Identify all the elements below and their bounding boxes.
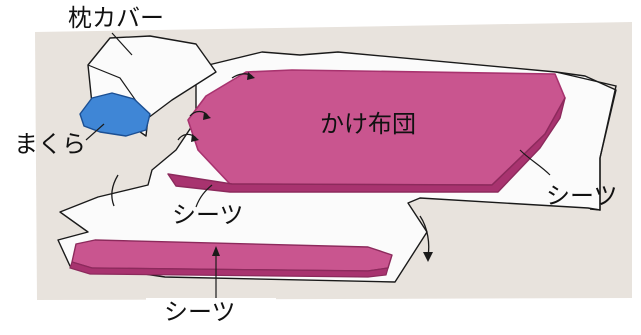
label-pillow-cover: 枕カバー xyxy=(68,4,164,32)
leader-line-sheet-right xyxy=(519,149,551,176)
label-pillow: まくら xyxy=(14,130,86,158)
mattress-pad-edge xyxy=(69,261,389,278)
paper-cutout-label xyxy=(146,298,276,318)
fold-arrow-left xyxy=(111,174,119,207)
label-sheet-middle: シーツ xyxy=(172,201,244,229)
leader-line-pillow xyxy=(85,123,105,141)
pillow xyxy=(79,92,151,137)
comforter-edge xyxy=(167,97,566,193)
arrowhead-sheet-bottom xyxy=(212,246,220,256)
fold-arrow-top-head xyxy=(247,72,255,80)
leader-line-sheet-middle xyxy=(195,184,213,208)
label-sheet-bottom: シーツ xyxy=(164,298,236,326)
label-sheet-right: シーツ xyxy=(546,182,618,210)
sheet-right-flap xyxy=(555,71,617,211)
fold-arrow-bottom-head xyxy=(423,252,433,262)
label-comforter: かけ布団 xyxy=(320,110,416,138)
leader-line-pillow-cover xyxy=(111,32,133,56)
fold-arrow-middle-1-head xyxy=(203,112,211,120)
fold-arrow-middle-2-head xyxy=(191,134,199,142)
